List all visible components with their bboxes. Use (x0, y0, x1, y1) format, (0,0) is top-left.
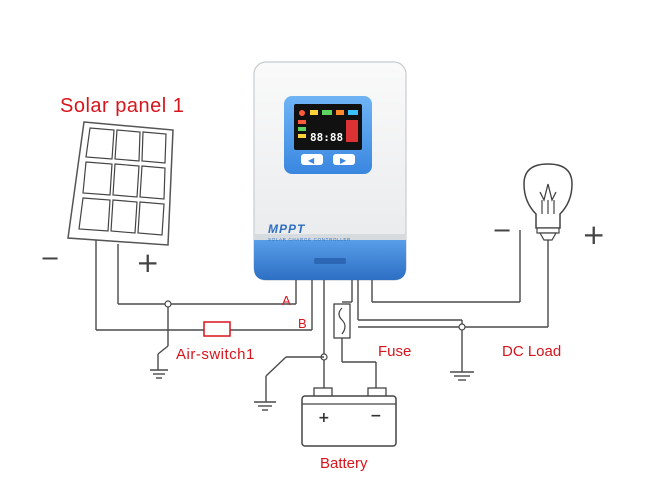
left-arrow-icon: ◀ (308, 156, 315, 165)
right-button[interactable] (333, 154, 355, 165)
load-minus: − (492, 216, 512, 244)
solar-panel-label: Solar panel 1 (60, 95, 184, 117)
battery-minus: − (370, 408, 382, 424)
terminal-a-label: A (282, 293, 291, 308)
right-arrow-icon: ▶ (340, 156, 347, 165)
solar-panel (67, 121, 174, 246)
terminal-b-label: B (298, 316, 307, 331)
air-switch-symbol (203, 321, 231, 337)
vent-slot (314, 258, 346, 264)
battery-icon: + − (301, 387, 397, 447)
brand-subtitle: SOLAR CHARGE CONTROLLER (268, 237, 351, 242)
solar-minus: − (40, 244, 60, 272)
battery-plus: + (318, 410, 330, 426)
air-switch-label: Air-switch1 (176, 346, 255, 363)
lcd-digits: 88:88 (310, 131, 343, 144)
battery-label: Battery (320, 455, 368, 472)
fuse-label: Fuse (378, 343, 411, 360)
solar-plus: + (136, 246, 159, 279)
dc-load-label: DC Load (502, 343, 561, 360)
brand-logo: MPPT (268, 222, 306, 236)
left-button[interactable] (301, 154, 323, 165)
wires (95, 230, 549, 411)
fuse-symbol (333, 303, 351, 339)
light-bulb-icon (523, 163, 573, 241)
load-plus: + (582, 218, 605, 251)
charge-controller: 88:88 ◀ ▶ MPPT SOLAR CHARGE CONTROLLER (253, 61, 407, 330)
lcd-screen (294, 104, 362, 150)
